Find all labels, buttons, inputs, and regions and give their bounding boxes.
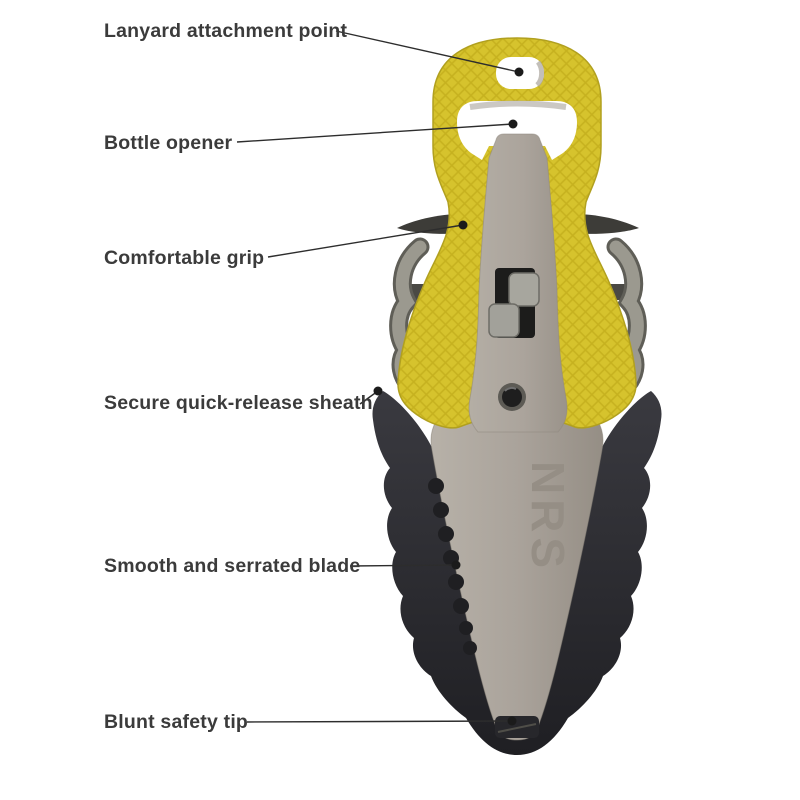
brand-logo: NRS — [522, 461, 574, 573]
bottle-opener — [457, 100, 577, 160]
sheath-body — [372, 391, 662, 755]
callout-lines — [236, 30, 520, 723]
callout-label-comfortable-grip: Comfortable grip — [104, 247, 265, 269]
serrated-edge — [428, 478, 477, 655]
pivot-button — [498, 383, 526, 411]
callout-dots — [373, 67, 524, 726]
callout-label-bottle-opener: Bottle opener — [104, 132, 233, 154]
blunt-tip — [495, 716, 539, 738]
callout-label-smooth-serrated-blade: Smooth and serrated blade — [104, 555, 361, 577]
callout-label-blunt-safety-tip: Blunt safety tip — [104, 711, 249, 733]
callout-label-lanyard-attachment-point: Lanyard attachment point — [104, 20, 348, 42]
callout-label-quick-release-sheath: Secure quick-release sheath — [104, 392, 373, 414]
lock-slider — [488, 268, 540, 338]
